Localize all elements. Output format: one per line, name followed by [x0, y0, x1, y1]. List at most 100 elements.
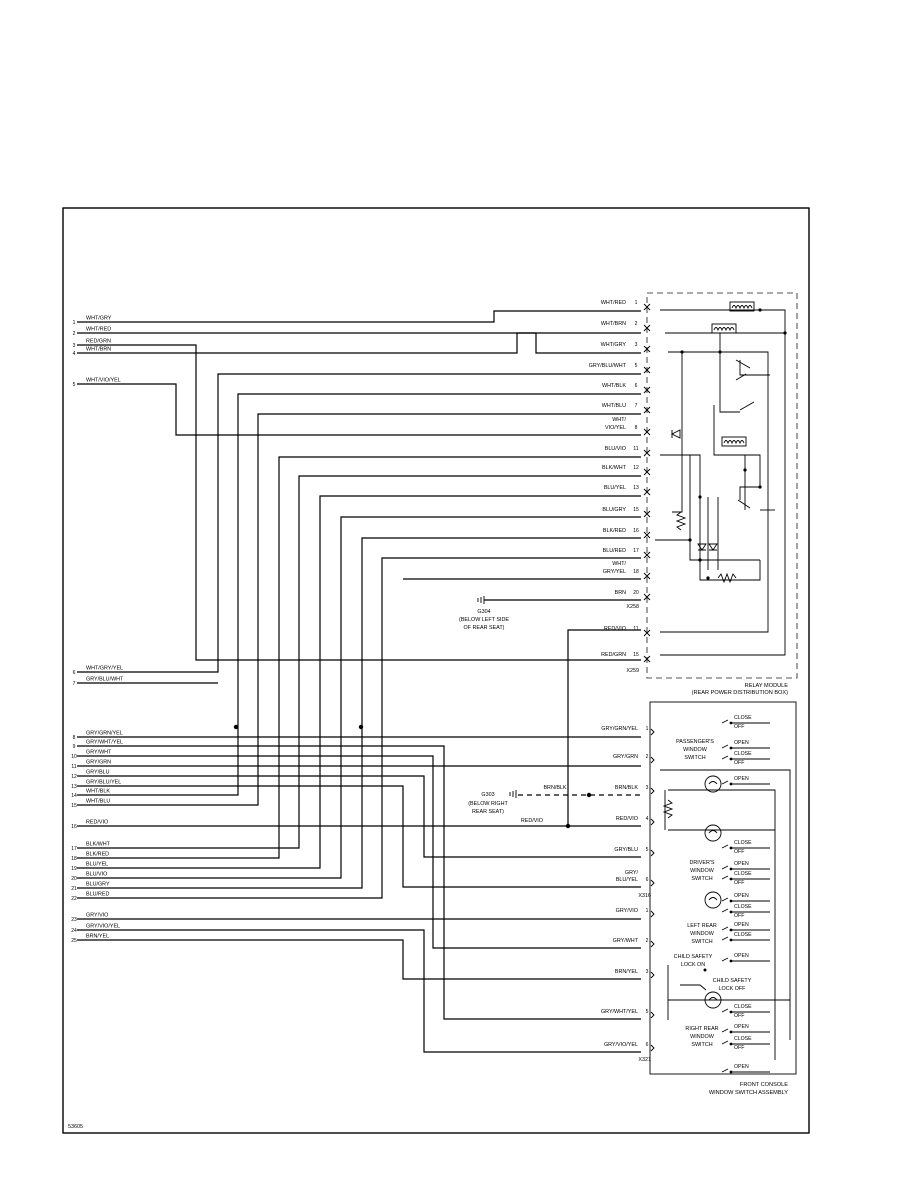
wire-12: [77, 775, 641, 858]
child-safety-off-label: CHILD SAFETY: [713, 978, 752, 984]
ground-g303-icon: [509, 790, 517, 798]
connector-chevron-icon: [646, 468, 651, 476]
connector-chevron-icon: [646, 593, 651, 601]
switch-position-label: CLOSE: [734, 932, 752, 938]
console-pin-number: 6: [646, 1042, 649, 1048]
left-wire-label: RED/VIO: [86, 820, 108, 826]
console-pin-label: RED/VIO: [616, 816, 638, 822]
label-layer: 1WHT/GRY2WHT/RED3RED/GRN4WHT/BRN5WHT/VIO…: [68, 300, 788, 1130]
g303-label: G303: [481, 792, 494, 798]
switch-position-label: OPEN: [734, 1024, 749, 1030]
g304-location: (BELOW LEFT SIDE: [459, 617, 509, 623]
connector-chevron-icon: [646, 629, 651, 637]
switch-position-label: OPEN: [734, 953, 749, 959]
connector-chevron-icon: [650, 787, 655, 795]
relay-pin-number: 15: [633, 652, 639, 658]
switch-contact: [721, 755, 729, 760]
passenger-switch-label: SWITCH: [684, 755, 705, 761]
relay-pin-number: 1: [635, 300, 638, 306]
switch-position-label: OFF: [734, 724, 744, 730]
switch-contact: [721, 1008, 729, 1013]
left-wire-label: WHT/GRY/YEL: [86, 666, 123, 672]
left-rear-switch-label: WINDOW: [690, 931, 715, 937]
relay-pin-label: BLK/WHT: [602, 465, 627, 471]
window-motor-icon: [704, 775, 722, 793]
console-pin-number: 1: [646, 726, 649, 732]
right-rear-switch-label: WINDOW: [690, 1034, 715, 1040]
connector-chevron-icon: [650, 756, 655, 764]
console-pin-label: GRY/WHT/YEL: [601, 1009, 638, 1015]
ground-g304-icon: [477, 596, 641, 604]
right-rear-switch-label: SWITCH: [691, 1042, 712, 1048]
switch-contact: [721, 1028, 729, 1033]
connector-chevron-icon: [646, 488, 651, 496]
g303-wire-label: BRN/BLK: [543, 785, 566, 791]
switch-position-label: CLOSE: [734, 751, 752, 757]
relay-module-subtitle: (REAR POWER DISTRIBUTION BOX): [692, 690, 788, 696]
left-wire-number: 15: [71, 803, 77, 809]
wire-17: [77, 475, 641, 849]
switch-contact: [721, 1068, 729, 1073]
console-connector-id: X321: [638, 1057, 651, 1063]
g303-location: REAR SEAT): [472, 809, 504, 815]
connector-chevron-icon: [650, 849, 655, 857]
wire-6: [77, 373, 641, 673]
switch-contact: [721, 865, 729, 870]
relay-internal-circuit: [655, 301, 787, 656]
left-wire-number: 23: [71, 917, 77, 923]
window-motor-icon: [704, 891, 722, 909]
console-pin-label: BRN/YEL: [615, 969, 638, 975]
connector-chevron-icon: [646, 366, 651, 374]
left-wire-number: 18: [71, 856, 77, 862]
left-wire-label: WHT/BLU: [86, 799, 110, 805]
g304-location: OF REAR SEAT): [464, 625, 505, 631]
left-wire-number: 2: [73, 331, 76, 337]
switch-contact: [721, 908, 729, 913]
left-wire-number: 7: [73, 681, 76, 687]
relay-pin-number: 3: [635, 342, 638, 348]
left-wire-label: GRY/BLU: [86, 770, 110, 776]
console-connector-id: X316: [638, 893, 651, 899]
right-rear-switch-label: RIGHT REAR: [685, 1026, 718, 1032]
wire-22: [77, 557, 641, 899]
motor-symbol: [708, 830, 718, 834]
console-assembly-box: [649, 701, 797, 1075]
connector-chevron-icon: [646, 531, 651, 539]
left-wire-number: 3: [73, 343, 76, 349]
console-pin-label: GRY/WHT: [613, 938, 639, 944]
relay-pin-number: 16: [633, 528, 639, 534]
console-internal-circuit: [660, 769, 791, 1060]
console-pin-label: BLU/YEL: [616, 877, 638, 883]
splice-red-vio: [565, 823, 571, 829]
child-safety-off-label: LOCK OFF: [719, 986, 747, 992]
switch-position-label: CLOSE: [734, 1036, 752, 1042]
left-wire-label: BLU/YEL: [86, 862, 108, 868]
switch-contact: [721, 926, 729, 931]
left-wire-label: BLU/VIO: [86, 872, 107, 878]
connector-chevron-icon: [650, 728, 655, 736]
left-wire-label: WHT/GRY: [86, 316, 112, 322]
wire-crossover: [358, 724, 364, 730]
relay-pin-label: BRN: [615, 590, 626, 596]
console-pin-label: GRY/: [625, 870, 639, 876]
relay-pin-number: 17: [633, 548, 639, 554]
wire-26: [567, 629, 641, 826]
window-motor-icon: [704, 824, 722, 842]
left-wire-number: 17: [71, 846, 77, 852]
relay-pin-label: RED/VIO: [604, 626, 626, 632]
left-wire-label: BLU/RED: [86, 892, 109, 898]
left-wire-label: RED/GRN: [86, 339, 111, 345]
switch-contact: [721, 780, 729, 785]
relay-pin-number: 20: [633, 590, 639, 596]
child-safety-on-label: CHILD SAFETY: [674, 954, 713, 960]
wire-9: [77, 745, 641, 1020]
wire-5: [77, 383, 641, 436]
wire-1: [77, 310, 641, 323]
left-wire-number: 20: [71, 876, 77, 882]
wire-13: [77, 785, 641, 888]
wire-24: [77, 929, 641, 1053]
wire-21: [77, 537, 641, 889]
left-wire-label: GRY/VIO: [86, 913, 108, 919]
relay-pin-label: WHT/BRN: [601, 321, 626, 327]
